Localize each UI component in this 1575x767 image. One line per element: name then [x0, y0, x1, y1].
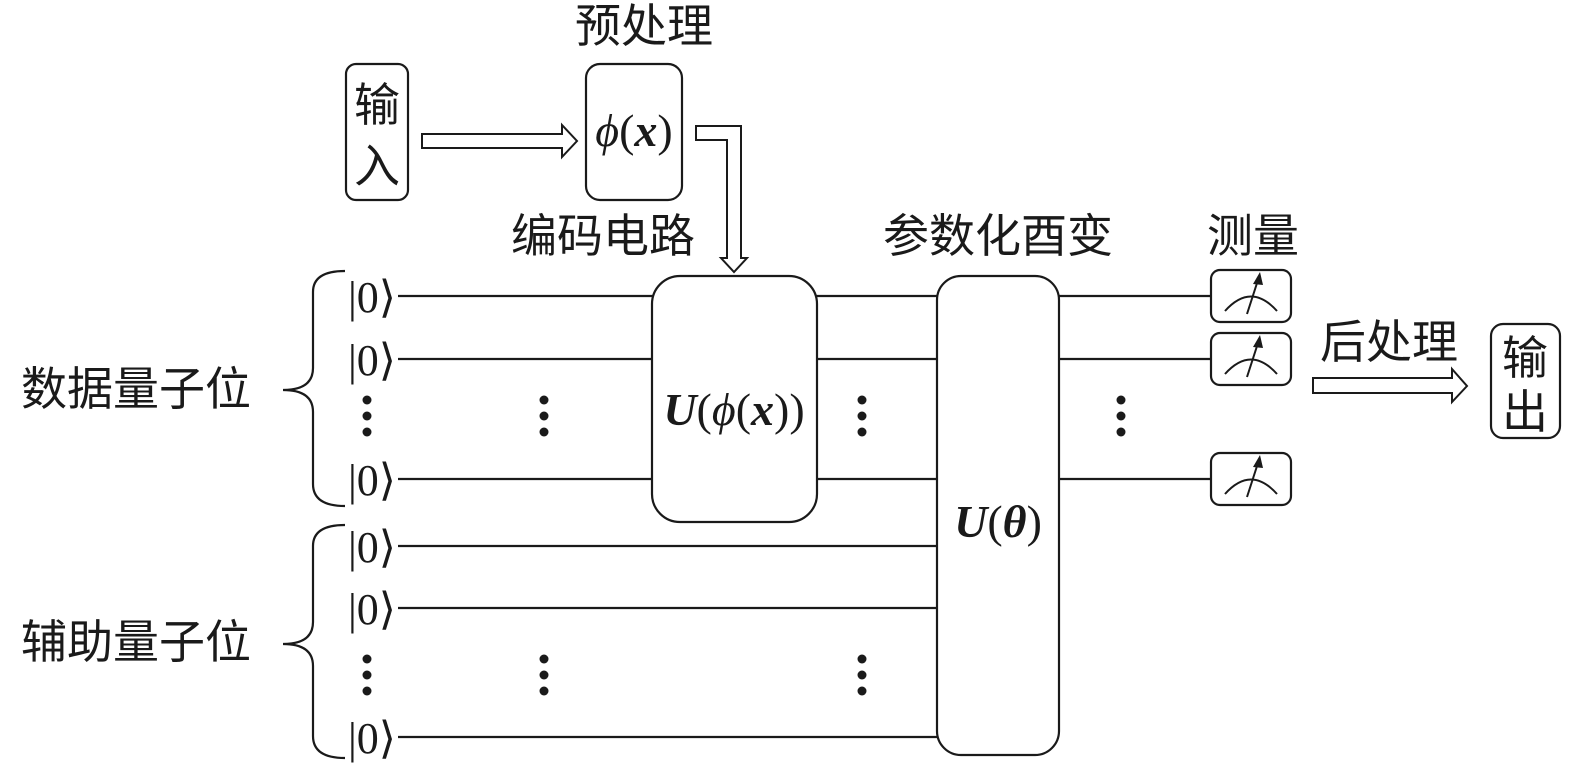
- ellipsis-dot: [857, 654, 867, 664]
- meter-needle: [1246, 342, 1259, 378]
- ancilla-qubits-label: 辅助量子位: [21, 615, 251, 669]
- measurement-meter-icon: [1209, 331, 1293, 387]
- phi-x-label: ϕ(x): [595, 105, 672, 156]
- ellipsis-dot: [1116, 427, 1126, 437]
- data-qubit-state-1: |0⟩: [348, 273, 396, 322]
- param-unitary-box: [935, 274, 1061, 757]
- ellipsis-dot: [362, 427, 372, 437]
- encoding-gate-label: U(ϕ(x)): [663, 384, 804, 435]
- encoding-circuit-label: 编码电路: [511, 209, 695, 263]
- meter-needle: [1246, 279, 1259, 315]
- ellipsis-dot: [539, 395, 549, 405]
- param-unitary-gate-label: U(θ): [954, 496, 1042, 547]
- ancilla-qubit-state-2: |0⟩: [348, 585, 396, 634]
- meter-needle-head: [1253, 272, 1263, 285]
- ellipsis-dot: [362, 686, 372, 696]
- vertical-ellipsis-icon: [1116, 395, 1126, 437]
- ellipsis-dot: [857, 686, 867, 696]
- ancilla-qubit-state-1: |0⟩: [348, 523, 396, 572]
- ellipsis-dot: [857, 411, 867, 421]
- ellipsis-dot: [362, 670, 372, 680]
- vertical-ellipsis-icon: [362, 654, 372, 696]
- input-box: [344, 62, 410, 202]
- ellipsis-dot: [539, 427, 549, 437]
- phi-box: [584, 62, 684, 202]
- preprocess-label: 预处理: [575, 0, 713, 53]
- vertical-ellipsis-group: [362, 395, 1126, 696]
- ellipsis-dot: [362, 654, 372, 664]
- param-unitary-gate: U(θ): [935, 274, 1061, 757]
- meter-arc: [1224, 358, 1278, 375]
- meter-arc: [1224, 295, 1278, 312]
- encoding-gate: U(ϕ(x)): [650, 274, 819, 524]
- phi-block: ϕ(x): [584, 62, 684, 202]
- hollow-arrow-icon: [695, 125, 750, 274]
- meter-needle: [1246, 462, 1259, 498]
- output-block: 输 出: [1489, 322, 1562, 440]
- vertical-ellipsis-icon: [362, 395, 372, 437]
- meter-needle-head: [1253, 335, 1263, 348]
- ellipsis-dot: [539, 670, 549, 680]
- ellipsis-dot: [539, 686, 549, 696]
- meter-needle-head: [1253, 455, 1263, 468]
- ellipsis-dot: [539, 654, 549, 664]
- param-unitary-label: 参数化酉变: [883, 209, 1113, 263]
- measurement-label: 测量: [1207, 209, 1299, 263]
- output-char-1: 输: [1502, 331, 1548, 385]
- hollow-arrow-icon: [1312, 366, 1469, 405]
- ellipsis-dot: [362, 411, 372, 421]
- input-block: 输 入: [344, 62, 410, 202]
- ellipsis-dot: [1116, 395, 1126, 405]
- ellipsis-dot: [857, 395, 867, 405]
- postprocess-label: 后处理: [1320, 315, 1458, 369]
- ellipsis-dot: [1116, 411, 1126, 421]
- input-char-1: 输: [354, 78, 400, 132]
- data-qubits-label: 数据量子位: [21, 362, 251, 416]
- curly-brace-icon: [282, 523, 346, 760]
- measurement-meter-icon: [1209, 268, 1293, 324]
- input-char-2: 入: [354, 139, 400, 193]
- ellipsis-dot: [857, 427, 867, 437]
- measurement-group: [1209, 268, 1293, 507]
- qubit-initial-states: |0⟩ |0⟩ |0⟩ |0⟩ |0⟩ |0⟩: [348, 273, 396, 763]
- vertical-ellipsis-icon: [857, 654, 867, 696]
- data-qubit-state-2: |0⟩: [348, 336, 396, 385]
- meter-arc: [1224, 478, 1278, 495]
- vertical-ellipsis-icon: [857, 395, 867, 437]
- ancilla-qubit-state-n: |0⟩: [348, 714, 396, 763]
- vertical-ellipsis-icon: [539, 654, 549, 696]
- ellipsis-dot: [857, 670, 867, 680]
- measurement-meter-icon: [1209, 451, 1293, 507]
- ellipsis-dot: [362, 395, 372, 405]
- vertical-ellipsis-icon: [539, 395, 549, 437]
- hollow-arrow-icon: [421, 122, 579, 160]
- output-char-2: 出: [1502, 385, 1548, 439]
- data-qubit-state-n: |0⟩: [348, 456, 396, 505]
- curly-brace-icon: [282, 269, 346, 508]
- ellipsis-dot: [539, 411, 549, 421]
- output-box: [1489, 322, 1562, 440]
- encoding-gate-box: [650, 274, 819, 524]
